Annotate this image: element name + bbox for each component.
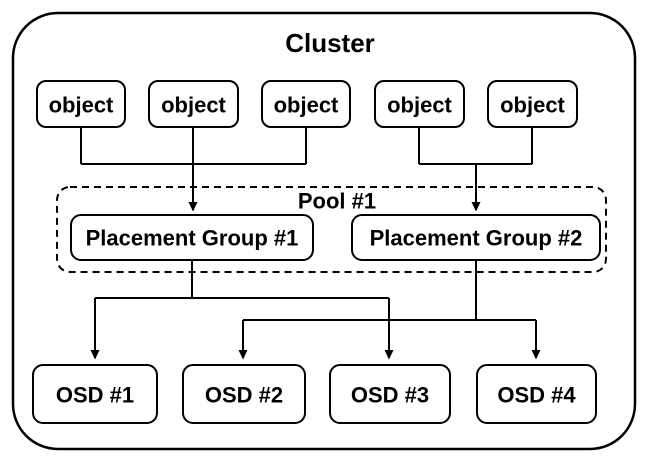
object-1-label: object [49,93,114,118]
connector-objects-to-pg2-bus [418,127,533,165]
osd-2-label: OSD #2 [205,383,283,408]
osd-4-box [476,364,597,424]
object-2-box [148,80,239,128]
osd-4-label: OSD #4 [497,383,576,408]
placement-group-2-label: Placement Group #2 [370,226,583,251]
connector-pg2-to-osds-bus [243,260,536,321]
placement-group-2-box [351,214,601,261]
osd-2-box [182,364,306,424]
object-row: object object object object object [36,80,578,128]
object-4-box [374,80,465,128]
connector-pg1-to-osds-bus [95,260,389,299]
object-3-label: object [274,93,339,118]
osd-3-box [329,364,451,424]
connector-objects-to-pg1-bus [80,127,307,165]
osd-3-label: OSD #3 [351,383,429,408]
object-2-label: object [161,93,226,118]
cluster-container-box [11,11,637,451]
placement-group-1-box [70,214,314,261]
object-5-box [487,80,578,128]
object-5-label: object [500,93,565,118]
object-4-label: object [387,93,452,118]
placement-group-1-label: Placement Group #1 [86,226,299,251]
pool-label: Pool #1 [298,189,376,214]
osd-1-label: OSD #1 [56,383,134,408]
object-1-box [36,80,126,128]
object-3-box [261,80,351,128]
cluster-label: Cluster [285,28,375,58]
osd-1-box [32,364,158,424]
osd-row: OSD #1 OSD #2 OSD #3 OSD #4 [32,364,597,424]
